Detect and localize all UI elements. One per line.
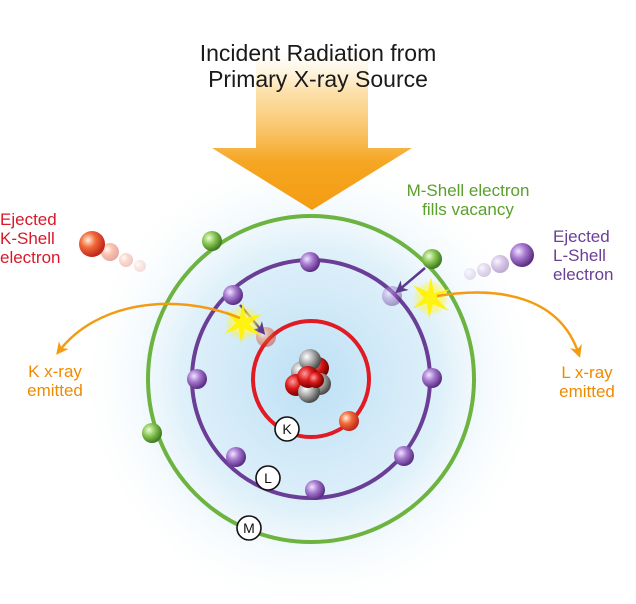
ejected-l-shell-label: Ejected L-Shell electron: [553, 227, 614, 285]
electron-l: [300, 252, 320, 272]
title-line-2: Primary X-ray Source: [208, 66, 428, 93]
ejected-k-electron: [79, 231, 146, 272]
m-shell-orbit: [146, 214, 476, 544]
k-xray-emitted-arrow: [56, 302, 241, 355]
m-shell-label: M: [236, 515, 262, 541]
l-xray-emitted-arrow: [436, 291, 582, 358]
electron-m: [142, 423, 162, 443]
m-shell-fills-vacancy-label: M-Shell electron fills vacancy: [406, 181, 530, 220]
k-shell-orbit: [251, 319, 371, 439]
m-shell-electrons: [142, 231, 442, 443]
k-xray-emitted-label: K x-ray emitted: [27, 362, 83, 401]
electron-l: [223, 285, 243, 305]
l-xray-flash: [412, 277, 450, 319]
electron-m: [422, 249, 442, 269]
electron-l: [394, 446, 414, 466]
svg-text:K: K: [282, 421, 292, 437]
electron-l: [305, 480, 325, 500]
nucleus: [285, 349, 331, 403]
electron-l: [187, 369, 207, 389]
title-line-1: Incident Radiation from: [199, 40, 437, 66]
l-xray-emitted-label: L x-ray emitted: [559, 363, 615, 402]
l-shell-electrons: [187, 252, 442, 500]
incident-radiation-arrow: [212, 50, 412, 210]
diagram-title: Incident Radiation from Primary X-ray So…: [118, 40, 518, 93]
m-to-l-transition-arrow: [395, 267, 426, 294]
electron-l: [226, 447, 246, 467]
electron-l: [422, 368, 442, 388]
k-shell-electron: [339, 411, 359, 431]
ejected-l-electron: [464, 243, 534, 280]
l-shell-label: L: [255, 465, 281, 491]
electron-m: [202, 231, 222, 251]
svg-text:M: M: [243, 520, 255, 536]
k-xray-flash: [224, 302, 262, 344]
svg-text:L: L: [264, 470, 272, 486]
ejected-k-shell-label: Ejected K-Shell electron: [0, 210, 61, 268]
k-shell-label: K: [274, 416, 300, 442]
